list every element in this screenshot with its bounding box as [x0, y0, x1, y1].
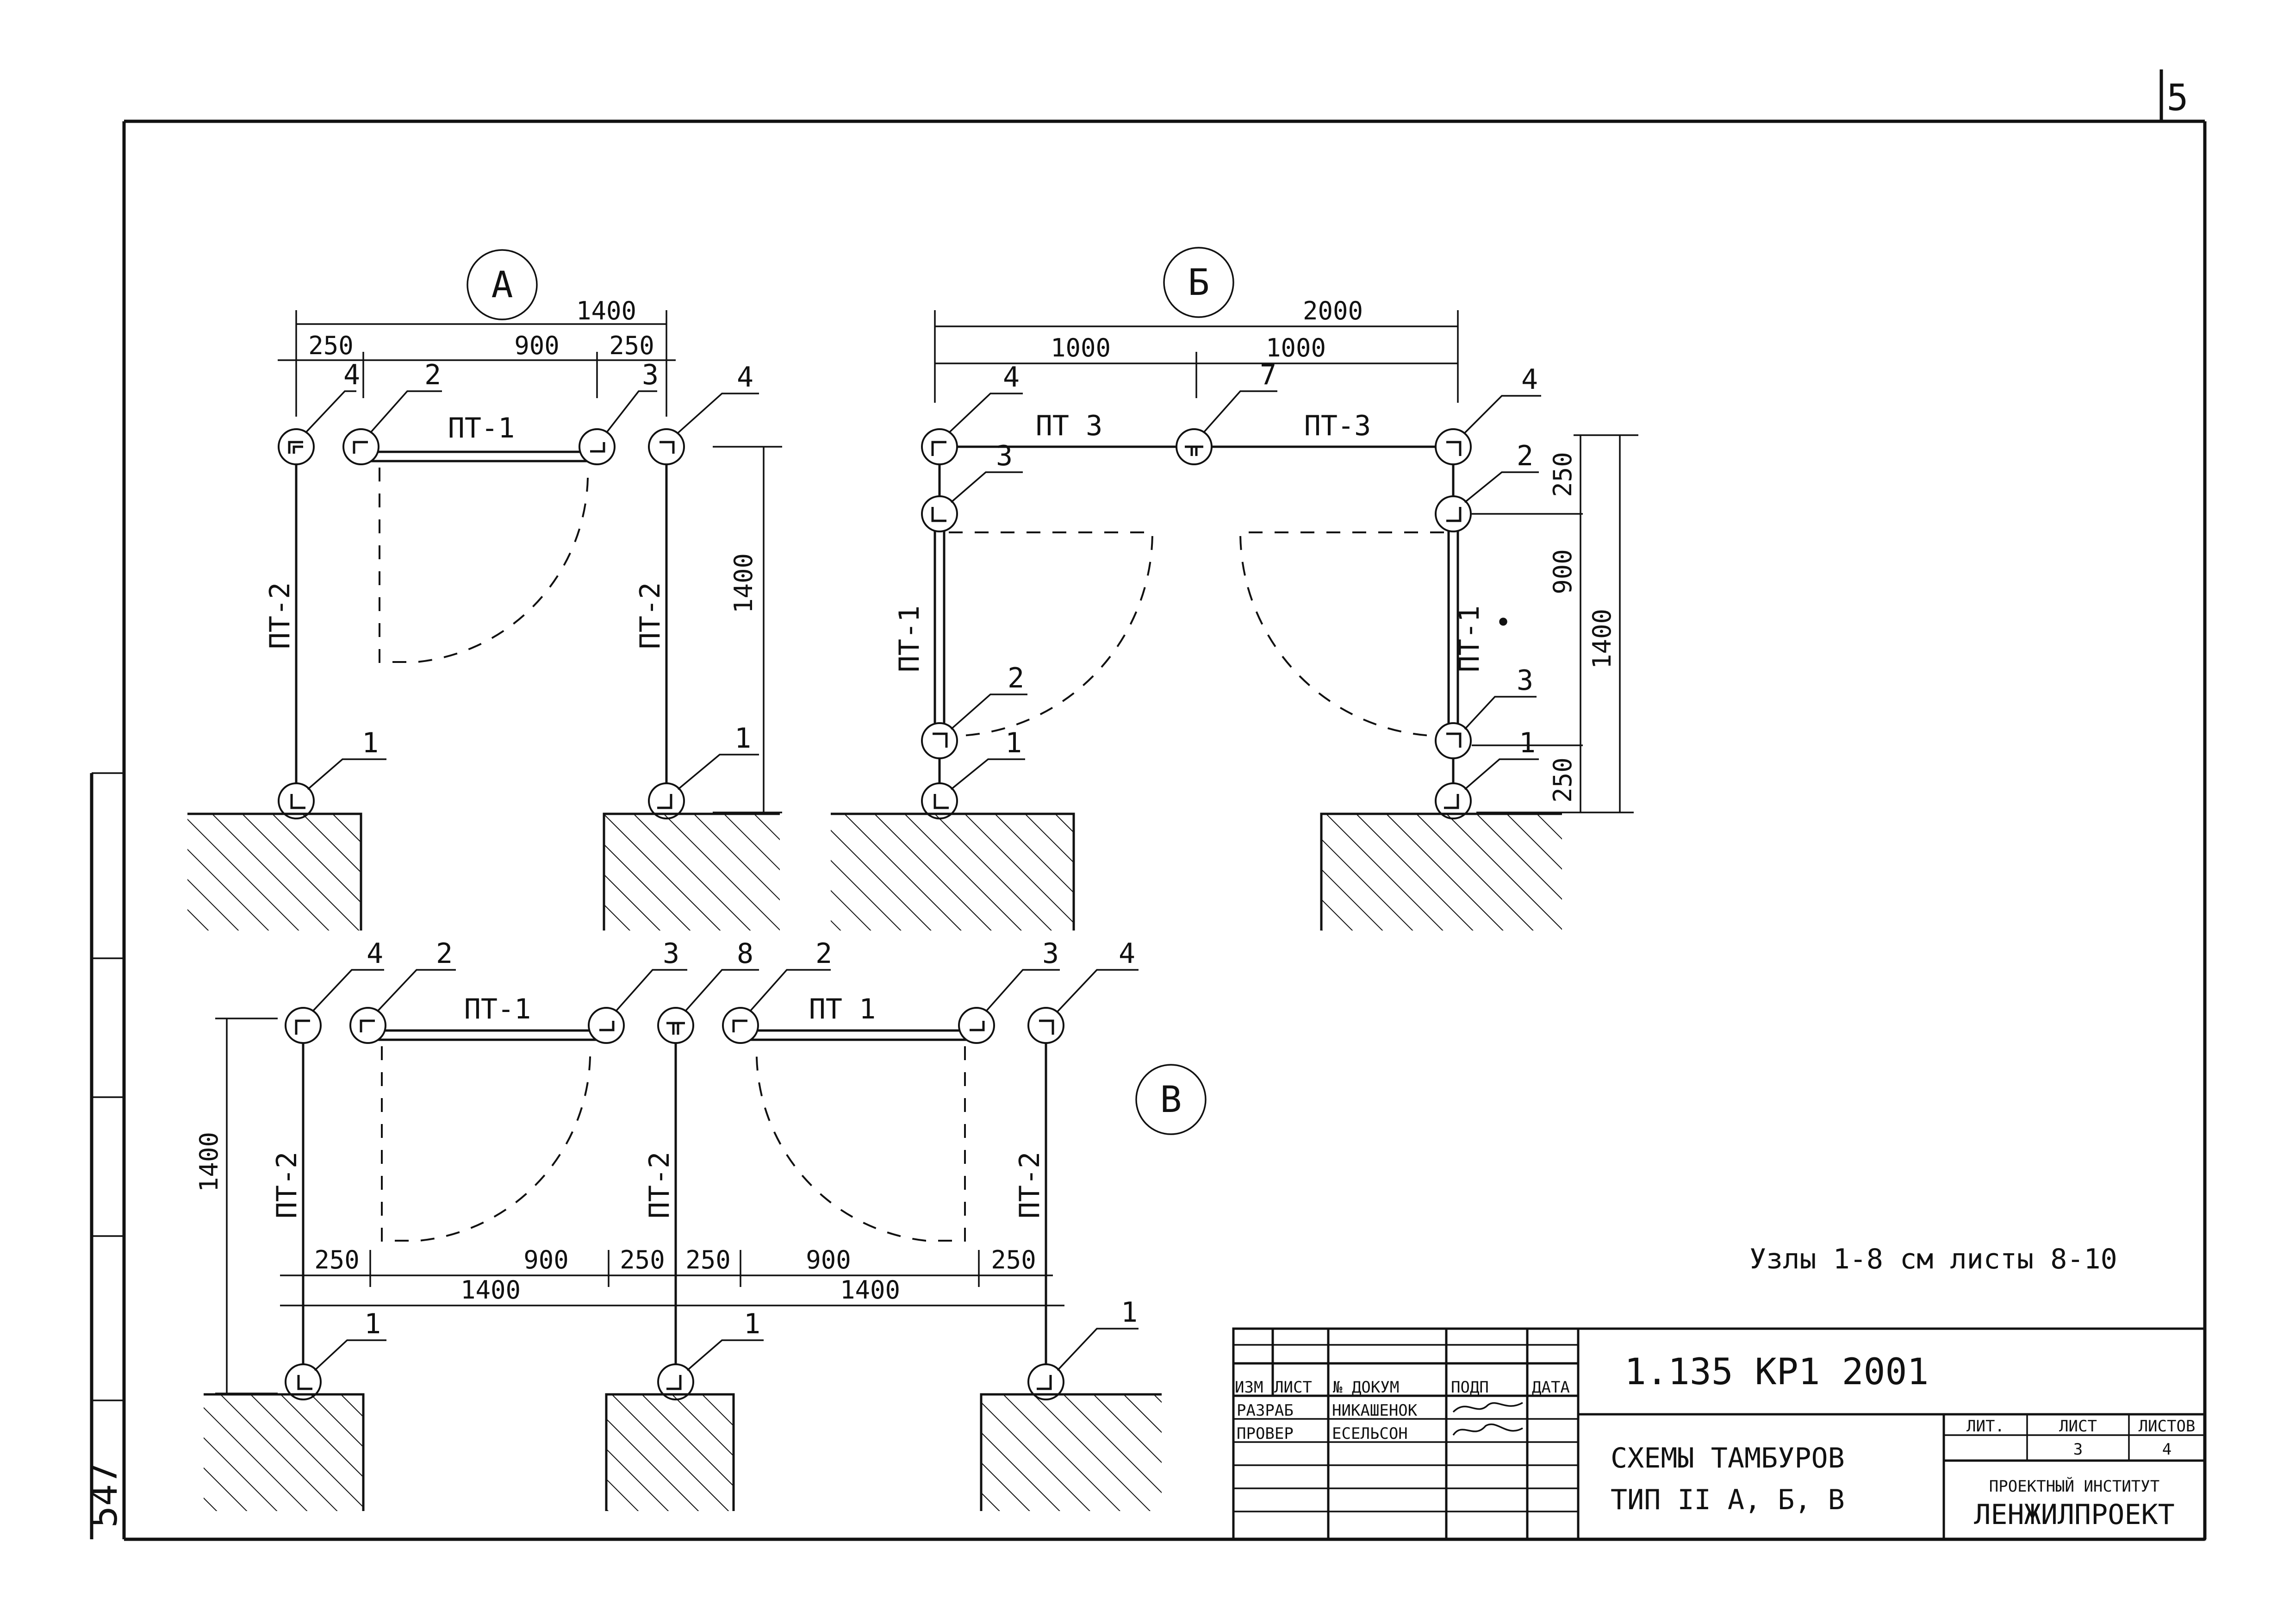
scheme-b-node-r2: 2: [1517, 440, 1533, 472]
scheme-a: А 1400 250 900 250 1400 ПТ-1 ПТ-2 ПТ-2: [187, 249, 782, 931]
scheme-b-dim-total: 2000: [1303, 296, 1363, 325]
scheme-a-panel-left: ПТ-2: [264, 582, 296, 650]
scheme-b-node-l1: 1: [1005, 727, 1022, 759]
tb-org-line-2: ЛЕНЖИЛПРОЕКТ: [1974, 1499, 2174, 1531]
title-block: ИЗМ ЛИСТ № ДОКУМ ПОДП ДАТА РАЗРАБ НИКАШЕ…: [1232, 1327, 2206, 1541]
scheme-a-panel-top: ПТ-1: [448, 412, 515, 444]
tb-header-date: ДАТА: [1532, 1378, 1570, 1397]
scheme-v-node-3: 3: [663, 937, 679, 970]
scheme-a-dim-total: 1400: [576, 296, 636, 325]
scheme-a-title-circle: [467, 249, 538, 320]
scheme-v-title: В: [1160, 1079, 1182, 1121]
scheme-a-dim-depth: 1400: [729, 553, 758, 613]
tb-title-line-2: ТИП II А, Б, В: [1611, 1484, 1845, 1516]
scheme-v-node-5: 2: [815, 937, 832, 970]
scheme-v-dim-total-1: 1400: [460, 1275, 521, 1305]
scheme-b-node-l2: 2: [1008, 662, 1024, 694]
scheme-b-node-tm: 7: [1260, 359, 1276, 391]
scheme-v-dim-depth: 1400: [194, 1132, 224, 1192]
nodes-reference-note: Узлы 1-8 см листы 8-10: [1749, 1243, 2117, 1275]
scheme-a-dim-middle: 900: [514, 331, 560, 360]
sheet-frame: [90, 69, 2207, 1541]
scheme-v-panel-top-left: ПТ-1: [464, 993, 531, 1025]
scheme-b-panel-right: ПТ-1: [1453, 606, 1486, 673]
scheme-b-node-r1: 1: [1519, 727, 1536, 759]
scheme-v-node-b3: 1: [1121, 1296, 1138, 1329]
scheme-b-dim-half-left: 1000: [1051, 333, 1111, 362]
scheme-v-node-b2: 1: [744, 1308, 760, 1340]
tb-signature-1: [1452, 1423, 1523, 1436]
scheme-v-dim-3: 250: [620, 1245, 665, 1274]
page-number: 5: [2167, 77, 2189, 119]
tb-sheet-value: 3: [2073, 1440, 2083, 1459]
scheme-v-panel-top-right: ПТ 1: [809, 993, 876, 1025]
scheme-v-node-6: 3: [1042, 937, 1059, 970]
tb-row-role-0: РАЗРАБ: [1237, 1401, 1294, 1420]
tb-sheets-value: 4: [2162, 1440, 2172, 1459]
scheme-b-panel-top-right: ПТ-3: [1304, 410, 1371, 442]
scheme-b-dim-top: 250: [1548, 452, 1577, 497]
scheme-b-title: Б: [1188, 262, 1210, 304]
scheme-v: В 250 900 250 250 900 250 1400 1400 1400…: [194, 937, 1207, 1511]
scheme-v-node-2: 2: [436, 937, 453, 970]
scheme-v-panel-right: ПТ-2: [1014, 1152, 1046, 1219]
archive-number: 547: [84, 1462, 125, 1528]
tb-header-izm: ИЗМ: [1235, 1378, 1263, 1397]
scheme-b-dim-half-right: 1000: [1266, 333, 1326, 362]
scheme-a-node-t2: 2: [424, 359, 441, 391]
tb-sheet-label: ЛИСТ: [2059, 1417, 2097, 1436]
scheme-b-title-circle: [1163, 247, 1234, 318]
tb-sheets-label: ЛИСТОВ: [2139, 1417, 2196, 1436]
tb-row-role-1: ПРОВЕР: [1237, 1424, 1294, 1443]
scheme-b: Б 2000 1000 1000 250 900 250 1400 ПТ 3 П…: [831, 247, 1638, 931]
tb-lit-label: ЛИТ.: [1966, 1417, 2004, 1436]
scheme-a-dim-right: 250: [609, 331, 654, 360]
scheme-v-panel-middle: ПТ-2: [643, 1152, 676, 1219]
tb-header-doc: № ДОКУМ: [1333, 1378, 1399, 1397]
scheme-v-node-b1: 1: [364, 1308, 381, 1340]
scheme-b-panel-top-left: ПТ 3: [1036, 410, 1103, 442]
scheme-v-title-circle: [1135, 1064, 1207, 1135]
scheme-b-node-tl: 4: [1003, 361, 1020, 394]
scheme-v-dim-4: 250: [685, 1245, 731, 1274]
scheme-v-dim-5: 900: [806, 1245, 851, 1274]
scheme-b-node-r3: 3: [1517, 664, 1533, 697]
scheme-v-node-7: 4: [1119, 937, 1135, 970]
scheme-b-node-tr: 4: [1521, 363, 1538, 396]
scheme-b-dot: •: [1495, 606, 1512, 639]
scheme-a-node-tl: 4: [343, 359, 360, 391]
scheme-a-dim-left: 250: [308, 331, 354, 360]
scheme-v-node-1: 4: [367, 937, 383, 970]
scheme-v-dim-total-2: 1400: [840, 1275, 900, 1305]
tb-code: 1.135 КР1 2001: [1624, 1351, 1929, 1393]
scheme-v-dim-6: 250: [991, 1245, 1036, 1274]
tb-header-sign: ПОДП: [1451, 1378, 1489, 1397]
scheme-b-dim-depth: 1400: [1587, 609, 1617, 669]
scheme-a-node-br: 1: [734, 722, 751, 755]
scheme-a-panel-right: ПТ-2: [634, 582, 666, 650]
tb-row-name-0: НИКАШЕНОК: [1332, 1401, 1418, 1420]
tb-row-name-1: ЕСЕЛЬСОН: [1332, 1424, 1408, 1443]
tb-title-line-1: СХЕМЫ ТАМБУРОВ: [1611, 1442, 1845, 1474]
scheme-v-panel-left: ПТ-2: [271, 1152, 303, 1219]
scheme-v-dim-2: 900: [523, 1245, 569, 1274]
tb-header-list: ЛИСТ: [1274, 1378, 1312, 1397]
scheme-v-node-4: 8: [737, 937, 753, 970]
scheme-a-title: А: [492, 264, 513, 306]
scheme-b-dim-bottom: 250: [1548, 757, 1577, 803]
scheme-b-dim-mid: 900: [1548, 549, 1577, 594]
scheme-a-node-bl: 1: [362, 727, 379, 759]
scheme-b-node-l3: 3: [996, 440, 1013, 472]
tb-signature-0: [1452, 1402, 1523, 1413]
scheme-a-node-tr: 4: [737, 361, 753, 394]
scheme-v-dim-1: 250: [314, 1245, 360, 1274]
scheme-b-panel-left: ПТ-1: [893, 606, 926, 673]
scheme-a-node-t3: 3: [642, 359, 659, 391]
tb-org-line-1: ПРОЕКТНЫЙ ИНСТИТУТ: [1989, 1477, 2159, 1496]
